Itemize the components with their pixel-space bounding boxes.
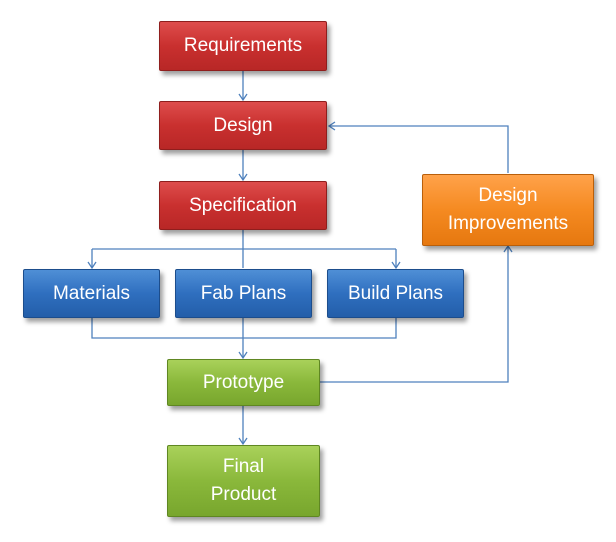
design-improvements-label: Design Improvements: [447, 185, 569, 234]
connector-prototype-improvements: [320, 244, 513, 383]
prototype-label: Prototype: [202, 371, 285, 393]
requirements-node: Requirements: [159, 21, 327, 71]
specification-node: Specification: [159, 181, 327, 230]
fab-plans-label: Fab Plans: [200, 282, 287, 304]
fab-plans-node: Fab Plans: [175, 269, 312, 318]
materials-label: Materials: [52, 282, 131, 304]
connector-merge-bar: [91, 318, 397, 339]
prototype-node: Prototype: [167, 359, 320, 406]
requirements-label: Requirements: [183, 35, 303, 56]
design-node: Design: [159, 101, 327, 150]
design-label: Design: [213, 114, 273, 136]
final-product-node: Final Product: [167, 445, 320, 517]
design-improvements-node: Design Improvements: [422, 174, 594, 246]
final-product-label: Final Product: [210, 456, 277, 505]
build-plans-node: Build Plans: [327, 269, 464, 318]
materials-node: Materials: [23, 269, 160, 318]
connector-improvements-design: [327, 121, 509, 173]
build-plans-label: Build Plans: [347, 282, 444, 304]
specification-label: Specification: [189, 194, 297, 216]
